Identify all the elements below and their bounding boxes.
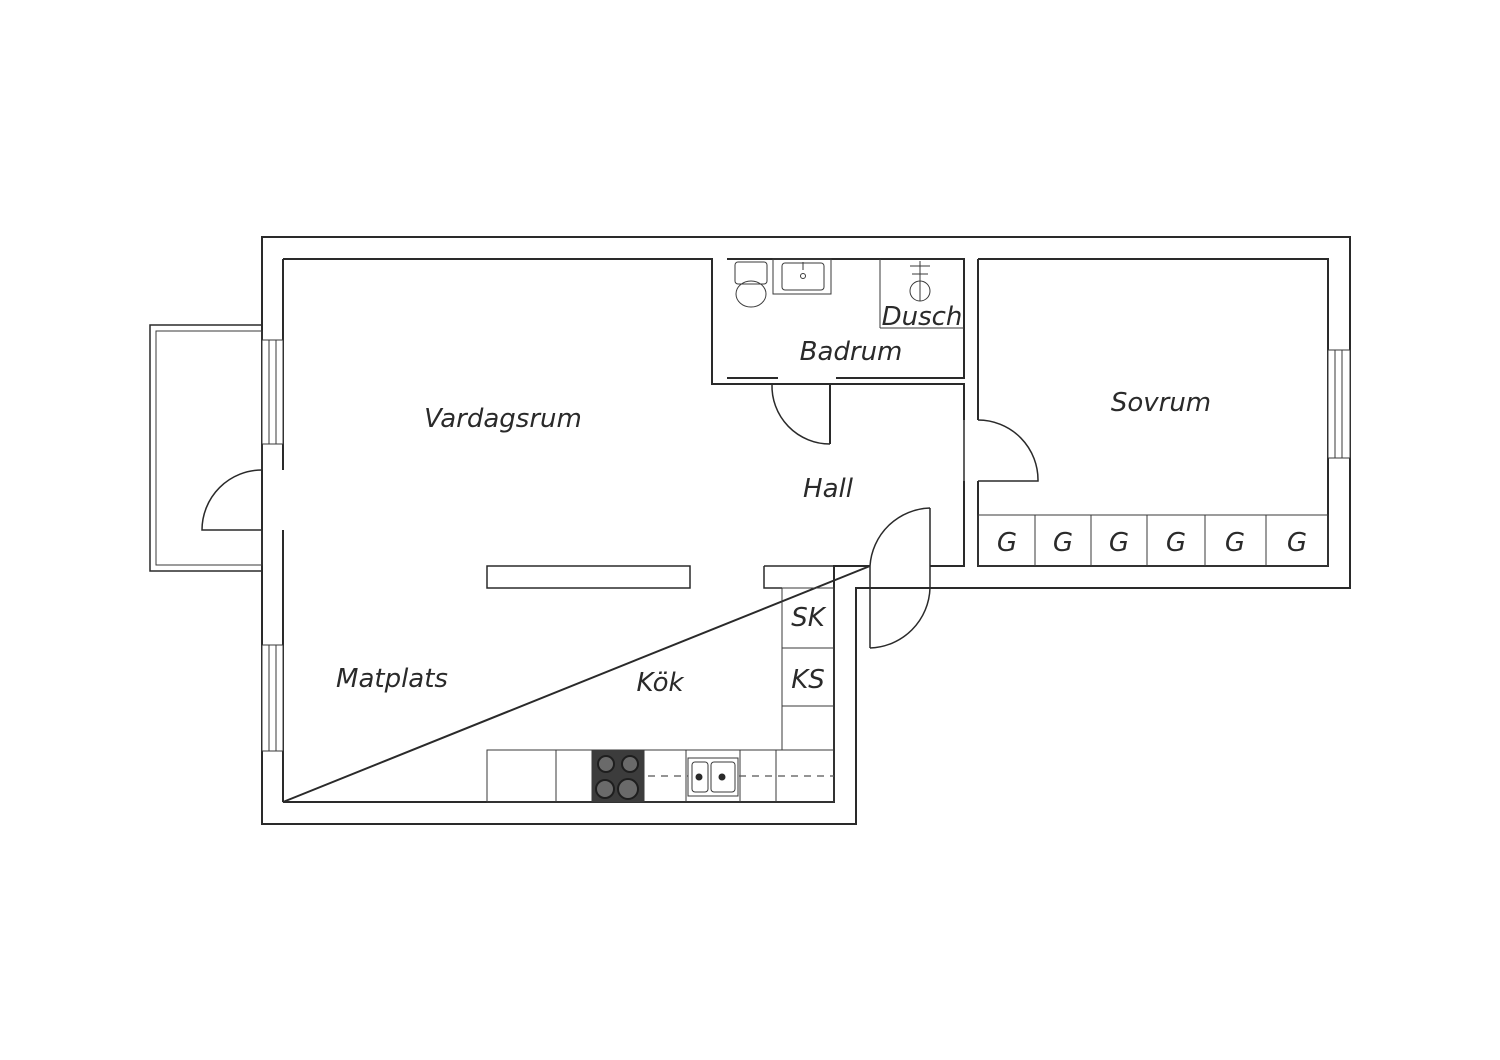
room-labels: Vardagsrum Badrum Dusch Sovrum Hall Matp…	[336, 302, 1211, 698]
room-label-badrum: Badrum	[800, 337, 903, 367]
wardrobe-label: G	[1166, 528, 1186, 558]
stove-icon	[592, 750, 644, 802]
room-label-sovrum: Sovrum	[1111, 388, 1211, 418]
wardrobe-label: G	[1225, 528, 1245, 558]
sink-icon	[772, 258, 832, 295]
fridge-freezer-label: KS	[791, 665, 825, 695]
room-label-matplats: Matplats	[336, 664, 448, 694]
wardrobes: G G G G G G	[977, 514, 1329, 567]
wardrobe-label: G	[997, 528, 1017, 558]
toilet-icon	[734, 261, 768, 308]
room-label-dusch: Dusch	[882, 302, 963, 332]
windows	[261, 339, 1351, 752]
room-label-kok: Kök	[636, 668, 684, 698]
kitchen-fixtures: SK KS	[486, 587, 835, 803]
wardrobe-label: G	[1287, 528, 1307, 558]
wardrobe-label: G	[1109, 528, 1129, 558]
balcony	[149, 324, 263, 572]
room-label-vardagsrum: Vardagsrum	[424, 404, 582, 434]
bathroom-fixtures	[734, 258, 964, 329]
kitchen-partition	[486, 565, 834, 589]
freezer-label: SK	[791, 603, 827, 633]
doors	[771, 383, 1039, 649]
wardrobe-label: G	[1053, 528, 1073, 558]
outer-walls	[261, 236, 1351, 825]
room-label-hall: Hall	[803, 474, 854, 504]
shower-icon	[879, 259, 964, 329]
kitchen-sink-icon	[687, 757, 739, 797]
